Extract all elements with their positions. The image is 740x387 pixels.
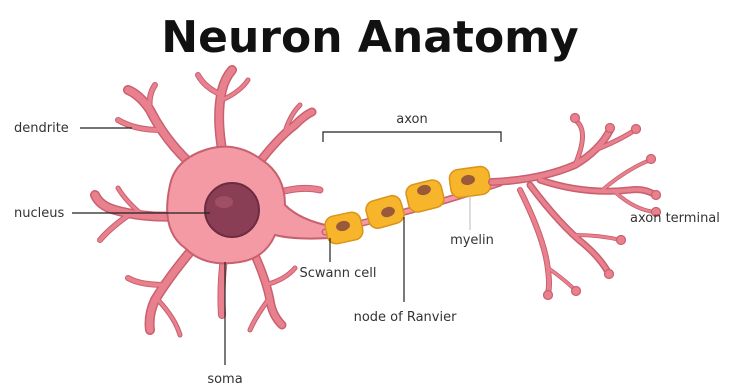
axon-label: axon xyxy=(396,112,427,127)
dendrite-label: dendrite xyxy=(14,121,69,136)
node-of-ranvier-label: node of Ranvier xyxy=(354,310,457,325)
axon-bracket xyxy=(323,132,501,142)
myelin-segment xyxy=(404,178,446,214)
axon-terminal-label: axon terminal xyxy=(630,211,720,226)
axon-terminal xyxy=(492,114,661,300)
soma-label: soma xyxy=(207,372,242,387)
myelin-label: myelin xyxy=(450,233,494,248)
myelin-segment xyxy=(364,194,406,231)
myelin-segment xyxy=(448,165,492,198)
nucleus xyxy=(205,183,259,237)
schwann-cell-label: Scwann cell xyxy=(300,266,377,281)
nucleus-label: nucleus xyxy=(14,206,64,221)
diagram-title: Neuron Anatomy xyxy=(161,12,578,63)
